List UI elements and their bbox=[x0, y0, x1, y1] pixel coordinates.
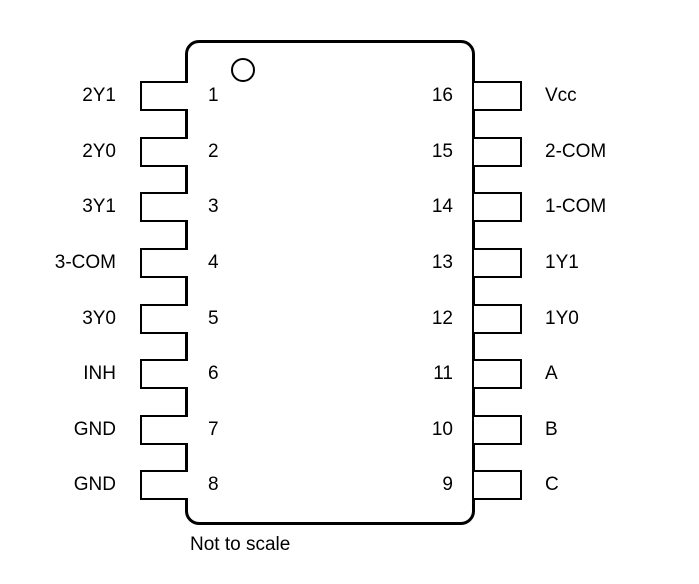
pin-lead-4 bbox=[140, 248, 188, 278]
pin-signal-1: 2Y1 bbox=[82, 85, 116, 106]
pin-number-16: 16 bbox=[431, 85, 453, 106]
pin-lead-1 bbox=[140, 81, 188, 111]
scale-note: Not to scale bbox=[190, 534, 291, 555]
pin-number-7: 7 bbox=[208, 419, 219, 440]
pin-lead-16 bbox=[474, 81, 522, 111]
pin-number-11: 11 bbox=[433, 363, 453, 384]
package-body bbox=[185, 40, 475, 525]
pin-number-9: 9 bbox=[442, 474, 453, 495]
pin-lead-12 bbox=[474, 304, 522, 334]
pin-signal-11: A bbox=[545, 363, 558, 384]
pin-signal-2: 2Y0 bbox=[82, 141, 116, 162]
pin-signal-14: 1-COM bbox=[545, 196, 607, 217]
pin-signal-8: GND bbox=[73, 474, 116, 495]
pin-lead-8 bbox=[140, 470, 188, 500]
pin-lead-14 bbox=[474, 192, 522, 222]
pin-signal-15: 2-COM bbox=[545, 141, 607, 162]
pin-lead-5 bbox=[140, 304, 188, 334]
pin-signal-10: B bbox=[545, 419, 558, 440]
pin-signal-12: 1Y0 bbox=[545, 308, 579, 329]
pin-lead-13 bbox=[474, 248, 522, 278]
pin-lead-15 bbox=[474, 137, 522, 167]
pin-signal-9: C bbox=[545, 474, 559, 495]
pin-signal-16: Vcc bbox=[545, 85, 577, 106]
pin-lead-2 bbox=[140, 137, 188, 167]
pin-signal-5: 3Y0 bbox=[82, 308, 116, 329]
pin-number-5: 5 bbox=[208, 308, 219, 329]
pin-lead-7 bbox=[140, 415, 188, 445]
pin-number-12: 12 bbox=[431, 308, 453, 329]
pin-number-10: 10 bbox=[431, 419, 453, 440]
pin-number-15: 15 bbox=[431, 141, 453, 162]
pin-number-8: 8 bbox=[208, 474, 219, 495]
pin-signal-6: INH bbox=[83, 363, 116, 384]
pin-number-4: 4 bbox=[208, 252, 219, 273]
pin-signal-7: GND bbox=[73, 419, 116, 440]
pin-lead-9 bbox=[474, 470, 522, 500]
pin-number-1: 1 bbox=[208, 85, 219, 106]
pin-signal-3: 3Y1 bbox=[82, 196, 116, 217]
pin-number-3: 3 bbox=[208, 196, 219, 217]
pin-number-2: 2 bbox=[208, 141, 219, 162]
pin-number-13: 13 bbox=[431, 252, 453, 273]
pin-signal-13: 1Y1 bbox=[545, 252, 579, 273]
pin1-indicator-icon bbox=[231, 58, 255, 82]
pin-number-6: 6 bbox=[208, 363, 219, 384]
pin-lead-3 bbox=[140, 192, 188, 222]
pin-lead-11 bbox=[474, 359, 522, 389]
pin-number-14: 14 bbox=[431, 196, 453, 217]
pin-signal-4: 3-COM bbox=[54, 252, 116, 273]
pin-lead-10 bbox=[474, 415, 522, 445]
pin-lead-6 bbox=[140, 359, 188, 389]
